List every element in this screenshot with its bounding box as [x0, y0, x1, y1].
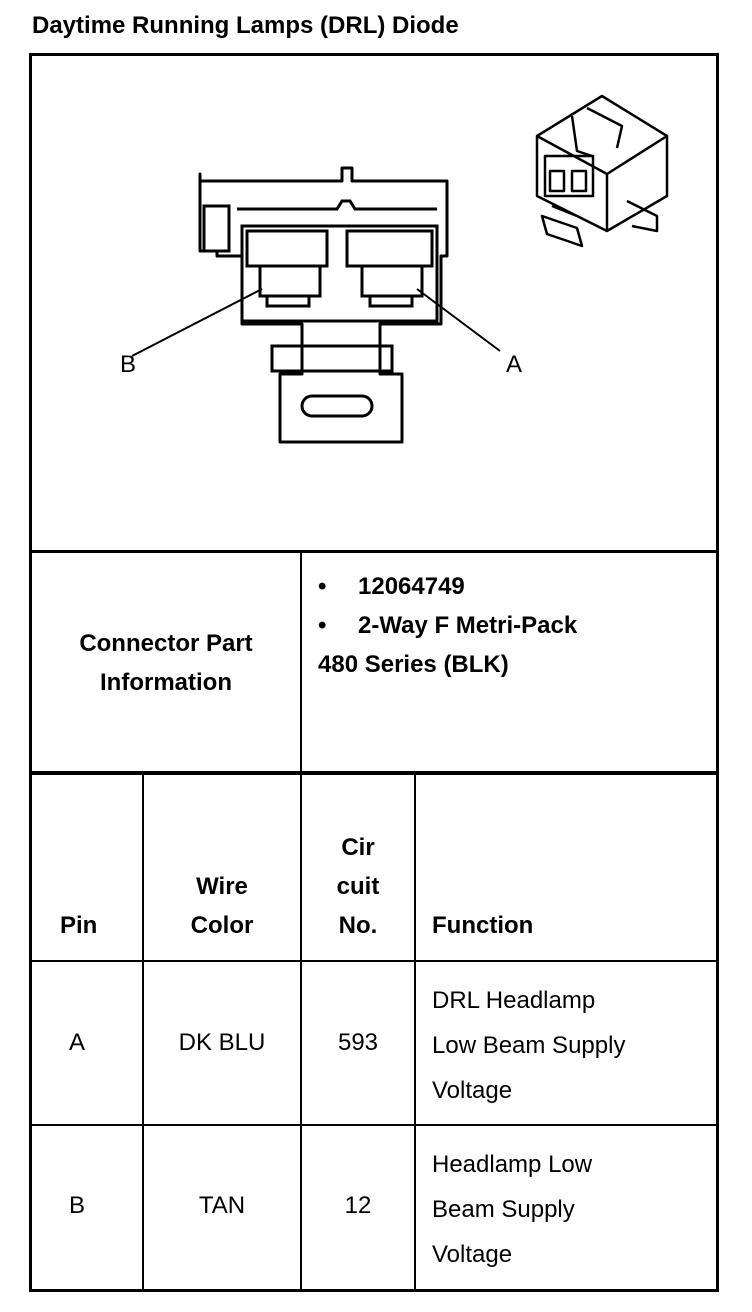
table-row-pin: B — [69, 1192, 86, 1219]
divider — [414, 773, 416, 1289]
divider — [32, 1124, 716, 1126]
connector-front-view — [198, 166, 449, 444]
connector-diagram: B A — [120, 94, 669, 444]
part-info-label: Connector Part Information — [79, 630, 253, 696]
table-row-pin: A — [69, 1029, 86, 1056]
divider — [32, 771, 716, 775]
pin-label-a: A — [506, 351, 522, 378]
page-title: Daytime Running Lamps (DRL) Diode — [32, 12, 459, 39]
table-row-circuit: 593 — [337, 1029, 379, 1056]
header-pin: Pin — [60, 912, 98, 939]
divider — [300, 773, 302, 1289]
connector-3d-view — [535, 94, 669, 248]
pin-label-b: B — [120, 351, 136, 378]
header-function: Function — [432, 912, 534, 939]
connector-type: •2-Way F Metri-Pack — [318, 612, 578, 639]
connector-table: B A Connector Part Information •12064749 — [29, 53, 719, 1292]
divider — [32, 550, 716, 553]
part-info-values: •12064749 •2-Way F Metri-Pack 480 Series… — [318, 567, 708, 684]
table-row-wire: TAN — [198, 1192, 246, 1219]
pin-leader-lines — [131, 288, 501, 357]
table-row-wire: DK BLU — [178, 1029, 266, 1056]
table-row-circuit: 12 — [344, 1192, 372, 1219]
table-row-function: Headlamp Low Beam Supply Voltage — [432, 1151, 593, 1268]
table-row-function: DRL Headlamp Low Beam Supply Voltage — [432, 987, 626, 1104]
part-number: •12064749 — [318, 573, 465, 600]
header-circuit-no: Cir cuit No. — [336, 834, 380, 939]
header-wire-color: Wire Color — [190, 873, 254, 939]
divider — [142, 773, 144, 1289]
divider — [300, 551, 302, 773]
divider — [32, 960, 716, 962]
